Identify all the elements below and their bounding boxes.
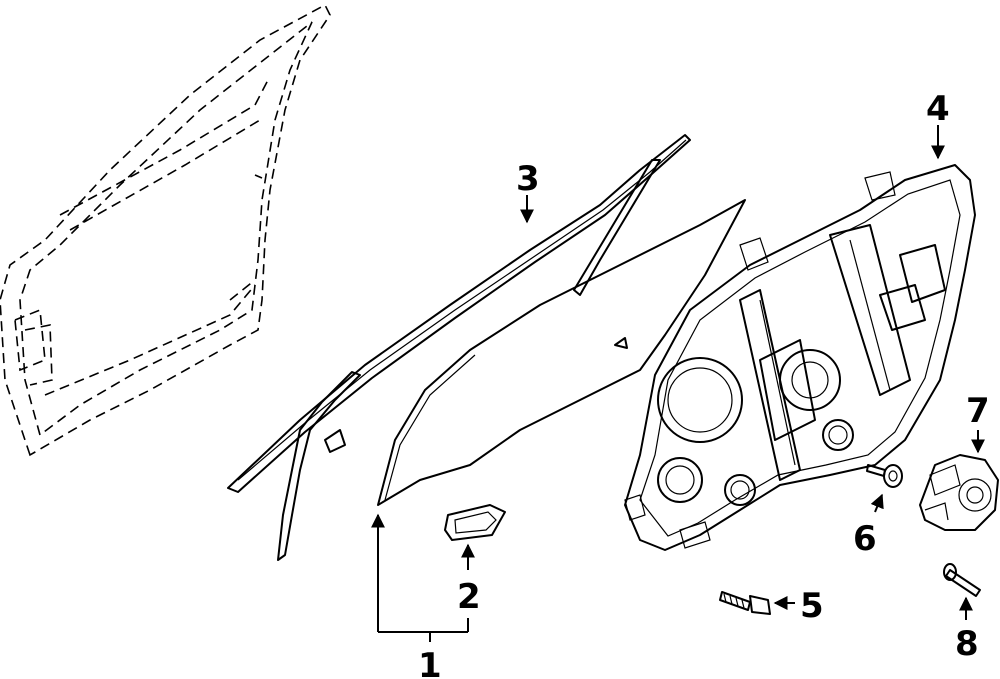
leader-lines: [371, 125, 985, 642]
regulator-bolt: [719, 591, 771, 615]
callout-5: 5: [800, 586, 824, 626]
door-shell-outline: [0, 3, 331, 457]
callout-2: 2: [457, 577, 481, 617]
callout-3: 3: [516, 159, 540, 199]
callout-6: 6: [853, 519, 877, 559]
glass-run-channel: [227, 134, 691, 561]
callout-7: 7: [966, 391, 990, 431]
callout-1: 1: [418, 646, 442, 679]
callout-8: 8: [955, 624, 979, 664]
panel-screw: [866, 464, 903, 488]
motor-bolt: [943, 563, 981, 597]
regulator-motor: [919, 454, 999, 531]
glass-mounting-clip: [444, 504, 506, 541]
window-regulator-panel: [624, 164, 976, 551]
door-glass: [377, 199, 746, 506]
callout-4: 4: [926, 89, 950, 129]
